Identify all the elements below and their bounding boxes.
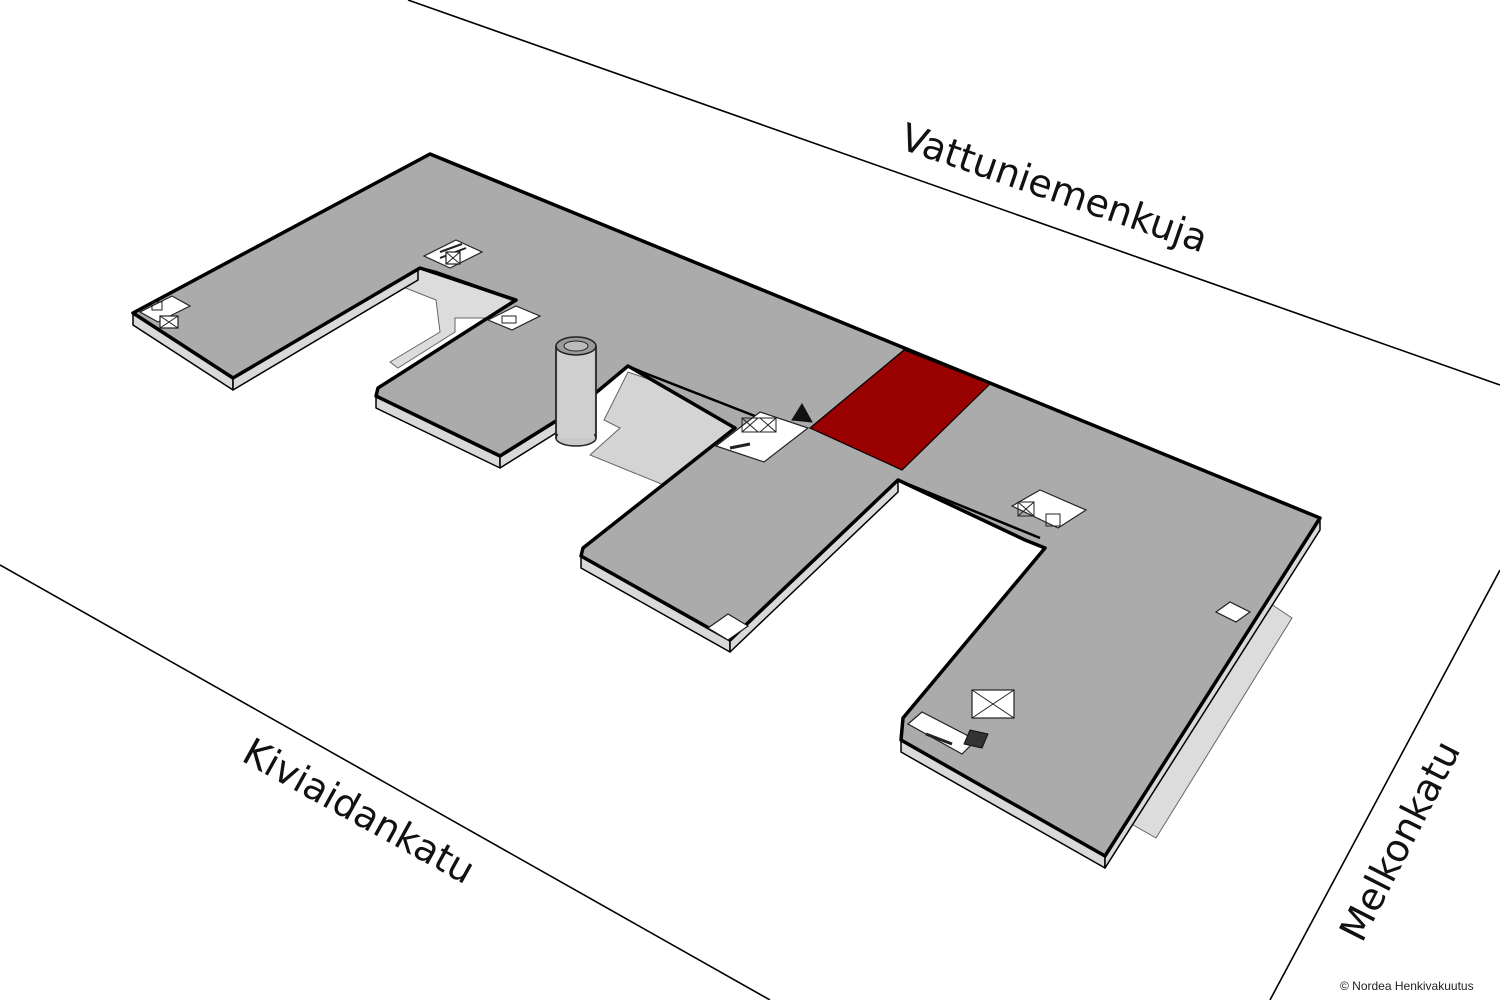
chimney-icon <box>555 336 597 447</box>
street-label-melkonkatu: Melkonkatu <box>1331 734 1469 949</box>
floor-inner-edge-east <box>897 478 1041 540</box>
kiviaidankatu-line <box>0 564 771 1000</box>
floor-inner-edge-center <box>627 364 761 420</box>
floor-inner-edge-west <box>419 266 517 302</box>
melkonkatu-line <box>1269 569 1500 1000</box>
service-room-center-south <box>706 613 750 641</box>
service-room-icon <box>486 305 542 331</box>
stair-icon-east <box>1010 489 1088 529</box>
floor-slab <box>131 152 1322 858</box>
highlighted-space-fill[interactable] <box>808 349 992 471</box>
stair-icon-east-south <box>906 711 989 755</box>
highlighted-space[interactable] <box>808 349 992 471</box>
service-room-east <box>1214 601 1252 623</box>
entrance-arrow-icon[interactable] <box>791 403 813 423</box>
stair-core-entrance <box>714 411 810 463</box>
elevator-icon <box>159 315 179 329</box>
elevator-icon-east-south <box>971 689 1015 719</box>
copyright-text: © Nordea Henkivakuutus <box>1340 979 1474 993</box>
vattuniemenkuja-line <box>407 0 1500 386</box>
elevator-icon-north <box>445 251 461 265</box>
stair-icon <box>138 295 192 323</box>
building-floor <box>131 152 1322 858</box>
street-label-kiviaidankatu: Kiviaidankatu <box>236 729 483 892</box>
fixtures <box>138 239 1252 755</box>
